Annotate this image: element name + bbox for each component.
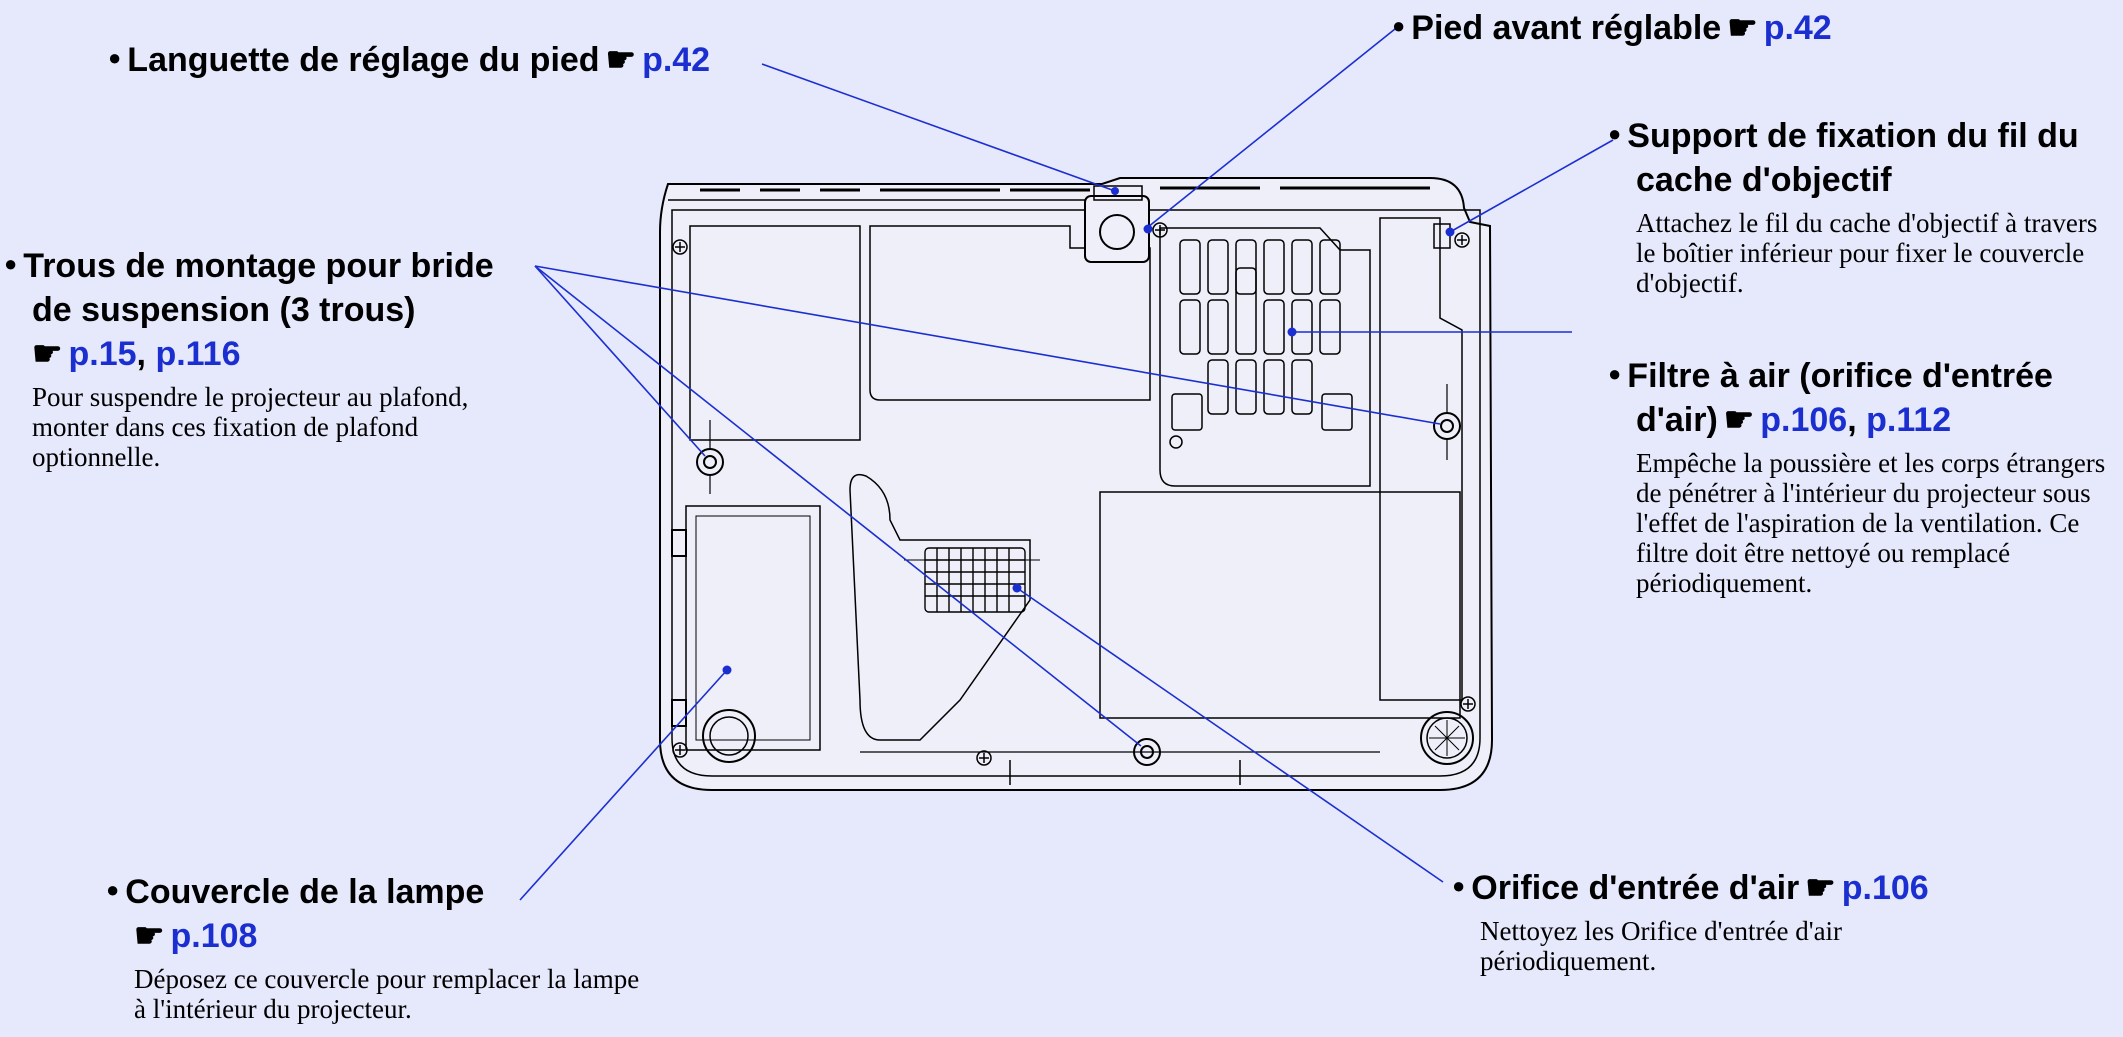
callout-mount-holes: ●Trous de montage pour bride de suspensi… (4, 242, 524, 472)
front-foot-title: Pied avant réglable (1411, 9, 1722, 47)
lens-strap-title-line2: cache d'objectif (1636, 161, 1892, 199)
leader-mount-right (534, 265, 1441, 425)
bullet-dot: ● (1608, 361, 1622, 386)
air-intake-title: Orifice d'entrée d'air (1471, 869, 1800, 907)
lens-strap-description: Attachez le fil du cache d'objectif à tr… (1636, 208, 2098, 298)
leader-air-intake (1016, 587, 1444, 883)
mount-hole-right (1433, 384, 1461, 460)
bullet-dot: ● (106, 877, 120, 902)
leader-adjust-tab (761, 63, 1116, 192)
leader-front-foot (1147, 28, 1396, 228)
projector-body (659, 177, 1494, 791)
air-filter-ref-link-1[interactable]: p.106 (1760, 401, 1848, 439)
mount-holes-title-line2: de suspension (3 trous) (32, 291, 416, 329)
bullet-dot: ● (1608, 121, 1622, 146)
bullet-dot: ● (108, 45, 122, 70)
mount-hole-left (696, 420, 724, 494)
callout-lens-cover-strap: ●Support de fixation du fil du cache d'o… (1608, 112, 2118, 298)
leader-dots (722, 187, 1455, 675)
air-filter-title-line1: Filtre à air (orifice d'entrée (1627, 357, 2053, 395)
air-filter-title-line2: d'air) (1636, 401, 1718, 439)
air-filter-description: Empêche la poussière et les corps étrang… (1636, 448, 2106, 598)
leader-lens-strap (1449, 139, 1614, 233)
callout-air-intake: ●Orifice d'entrée d'air☛p.106 Nettoyez l… (1452, 864, 2012, 976)
pointing-hand-icon: ☛ (32, 335, 63, 373)
air-filter-slots (1171, 239, 1353, 431)
callout-lamp-cover: ●Couvercle de la lampe ☛p.108 Déposez ce… (106, 868, 666, 1024)
mount-holes-title-line1: Trous de montage pour bride (23, 247, 494, 285)
adjust-tab-title: Languette de réglage du pied (127, 41, 600, 79)
air-intake-description: Nettoyez les Orifice d'entrée d'air péri… (1480, 916, 1843, 976)
bullet-dot: ● (1392, 13, 1406, 38)
callout-adjust-tab: ●Languette de réglage du pied☛p.42 (108, 36, 710, 82)
mount-holes-ref-link-2[interactable]: p.116 (155, 335, 241, 373)
air-intake-ref-link[interactable]: p.106 (1841, 869, 1929, 907)
air-intake-grid (924, 547, 1026, 613)
callout-front-foot: ●Pied avant réglable☛p.42 (1392, 4, 1832, 50)
pointing-hand-icon: ☛ (1727, 9, 1758, 47)
adjust-tab-ref-link[interactable]: p.42 (642, 41, 711, 79)
pointing-hand-icon: ☛ (1805, 869, 1836, 907)
bullet-dot: ● (1452, 873, 1466, 898)
mount-holes-ref-link-1[interactable]: p.15 (68, 335, 137, 373)
callout-air-filter: ●Filtre à air (orifice d'entrée d'air)☛p… (1608, 352, 2118, 598)
front-foot-ref-link[interactable]: p.42 (1763, 9, 1832, 47)
leader-mount-left (534, 265, 706, 457)
leader-lines (519, 28, 1614, 901)
pointing-hand-icon: ☛ (134, 917, 165, 955)
lamp-cover-ref-link[interactable]: p.108 (170, 917, 258, 955)
bullet-dot: ● (4, 251, 18, 276)
pointing-hand-icon: ☛ (1723, 401, 1755, 439)
lens-strap-title-line1: Support de fixation du fil du (1627, 117, 2079, 155)
leader-mount-bottom (534, 265, 1142, 747)
leader-lamp-cover (519, 669, 728, 901)
mount-holes-description: Pour suspendre le projecteur au plafond,… (32, 382, 469, 472)
lamp-cover-description: Déposez ce couvercle pour remplacer la l… (134, 964, 640, 1024)
air-filter-ref-link-2[interactable]: p.112 (1866, 401, 1952, 439)
mount-hole-bottom (1133, 738, 1161, 766)
pointing-hand-icon: ☛ (605, 41, 637, 79)
lamp-cover-title: Couvercle de la lampe (125, 873, 485, 911)
